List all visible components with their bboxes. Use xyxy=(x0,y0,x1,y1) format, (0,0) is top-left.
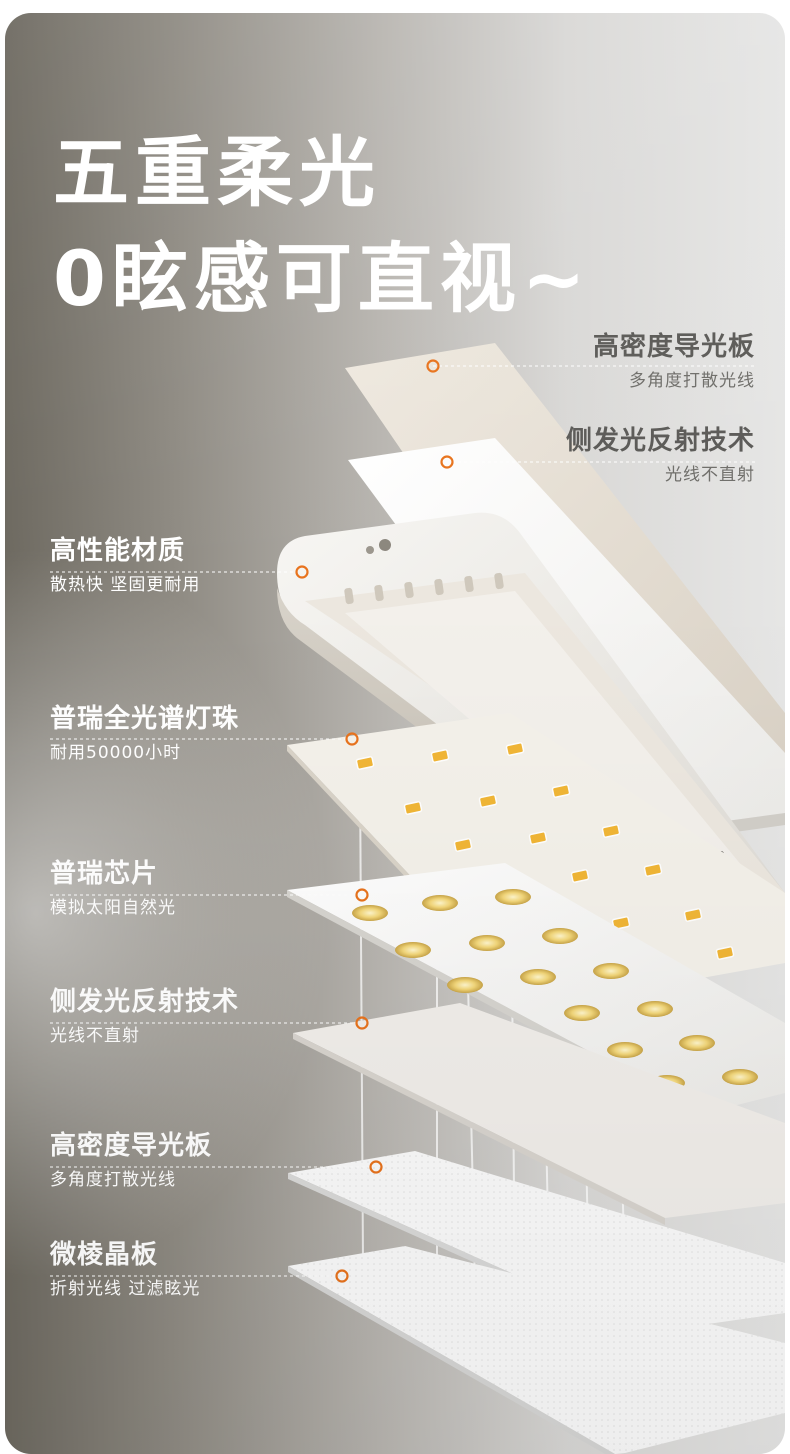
marker-5 xyxy=(355,888,369,902)
headline-line-2: 0眩感可直视~ xyxy=(53,234,592,323)
label-title: 高性能材质 xyxy=(50,536,186,566)
label-subtitle: 折射光线 过滤眩光 xyxy=(50,1279,201,1299)
marker-3 xyxy=(295,565,309,579)
marker-2 xyxy=(440,455,454,469)
marker-1 xyxy=(426,359,440,373)
label-title: 普瑞全光谱灯珠 xyxy=(50,704,240,734)
label-subtitle: 耐用50000小时 xyxy=(50,743,182,763)
label-subtitle: 光线不直射 xyxy=(665,465,755,485)
marker-4 xyxy=(345,732,359,746)
exploded-layers-illustration xyxy=(50,343,785,1454)
label-title: 微棱晶板 xyxy=(50,1240,159,1270)
label-title: 侧发光反射技术 xyxy=(50,987,240,1017)
label-left-prism-plate: 微棱晶板 折射光线 过滤眩光 xyxy=(50,1239,200,1301)
led-chips xyxy=(355,742,735,960)
label-title: 侧发光反射技术 xyxy=(565,426,755,456)
leader-lines xyxy=(50,365,755,1277)
label-title: 高密度导光板 xyxy=(592,332,755,362)
label-left-reflector: 侧发光反射技术 光线不直射 xyxy=(50,986,239,1048)
label-subtitle: 光线不直射 xyxy=(50,1026,140,1046)
headline-line-1: 五重柔光 xyxy=(53,128,381,217)
label-subtitle: 多角度打散光线 xyxy=(629,371,755,391)
product-card: 五重柔光 0眩感可直视~ 高密度导光板 多角度打散光线 侧发光反射技术 光线不直… xyxy=(5,13,785,1454)
label-right-reflector: 侧发光反射技术 光线不直射 xyxy=(566,425,755,487)
label-left-guide-plate: 高密度导光板 多角度打散光线 xyxy=(50,1130,212,1192)
label-subtitle: 多角度打散光线 xyxy=(50,1170,176,1190)
layer-side-reflector xyxy=(293,1003,785,1225)
label-left-led-beads: 普瑞全光谱灯珠 耐用50000小时 xyxy=(50,703,239,765)
callout-markers xyxy=(295,359,454,1283)
label-title: 普瑞芯片 xyxy=(50,859,159,889)
layer-prism-plate xyxy=(288,1246,785,1454)
label-right-guide-plate: 高密度导光板 多角度打散光线 xyxy=(593,331,755,393)
label-subtitle: 散热快 坚固更耐用 xyxy=(50,575,201,595)
label-left-chip: 普瑞芯片 模拟太阳自然光 xyxy=(50,858,176,920)
label-left-material: 高性能材质 散热快 坚固更耐用 xyxy=(50,535,200,597)
marker-6 xyxy=(355,1016,369,1030)
label-subtitle: 模拟太阳自然光 xyxy=(50,898,176,918)
label-title: 高密度导光板 xyxy=(50,1131,213,1161)
marker-8 xyxy=(335,1269,349,1283)
marker-7 xyxy=(369,1160,383,1174)
